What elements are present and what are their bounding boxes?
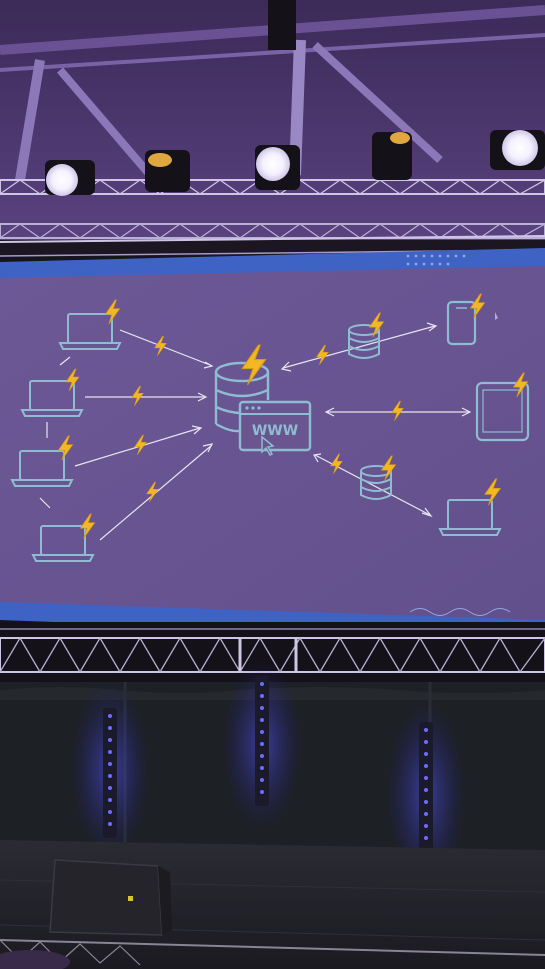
network-diagram: WWW [11,293,530,562]
spotlight-1 [45,160,95,196]
spotlight-5 [490,130,545,170]
spotlight-2 [145,150,190,192]
server-database-icon [360,465,392,500]
smartphone-icon [446,300,477,346]
connection-arrows [39,322,472,541]
spotlight-3 [255,0,300,190]
stage-monitor-speaker [49,859,172,936]
www-label: WWW [252,423,298,439]
stage-spotlights [45,0,545,196]
front-truss [0,939,545,969]
tablet-icon [475,381,530,442]
web-browser-icon: WWW [238,400,312,456]
server-database-icon [348,324,380,359]
led-light-bars [70,660,466,890]
spotlight-4 [372,132,412,180]
